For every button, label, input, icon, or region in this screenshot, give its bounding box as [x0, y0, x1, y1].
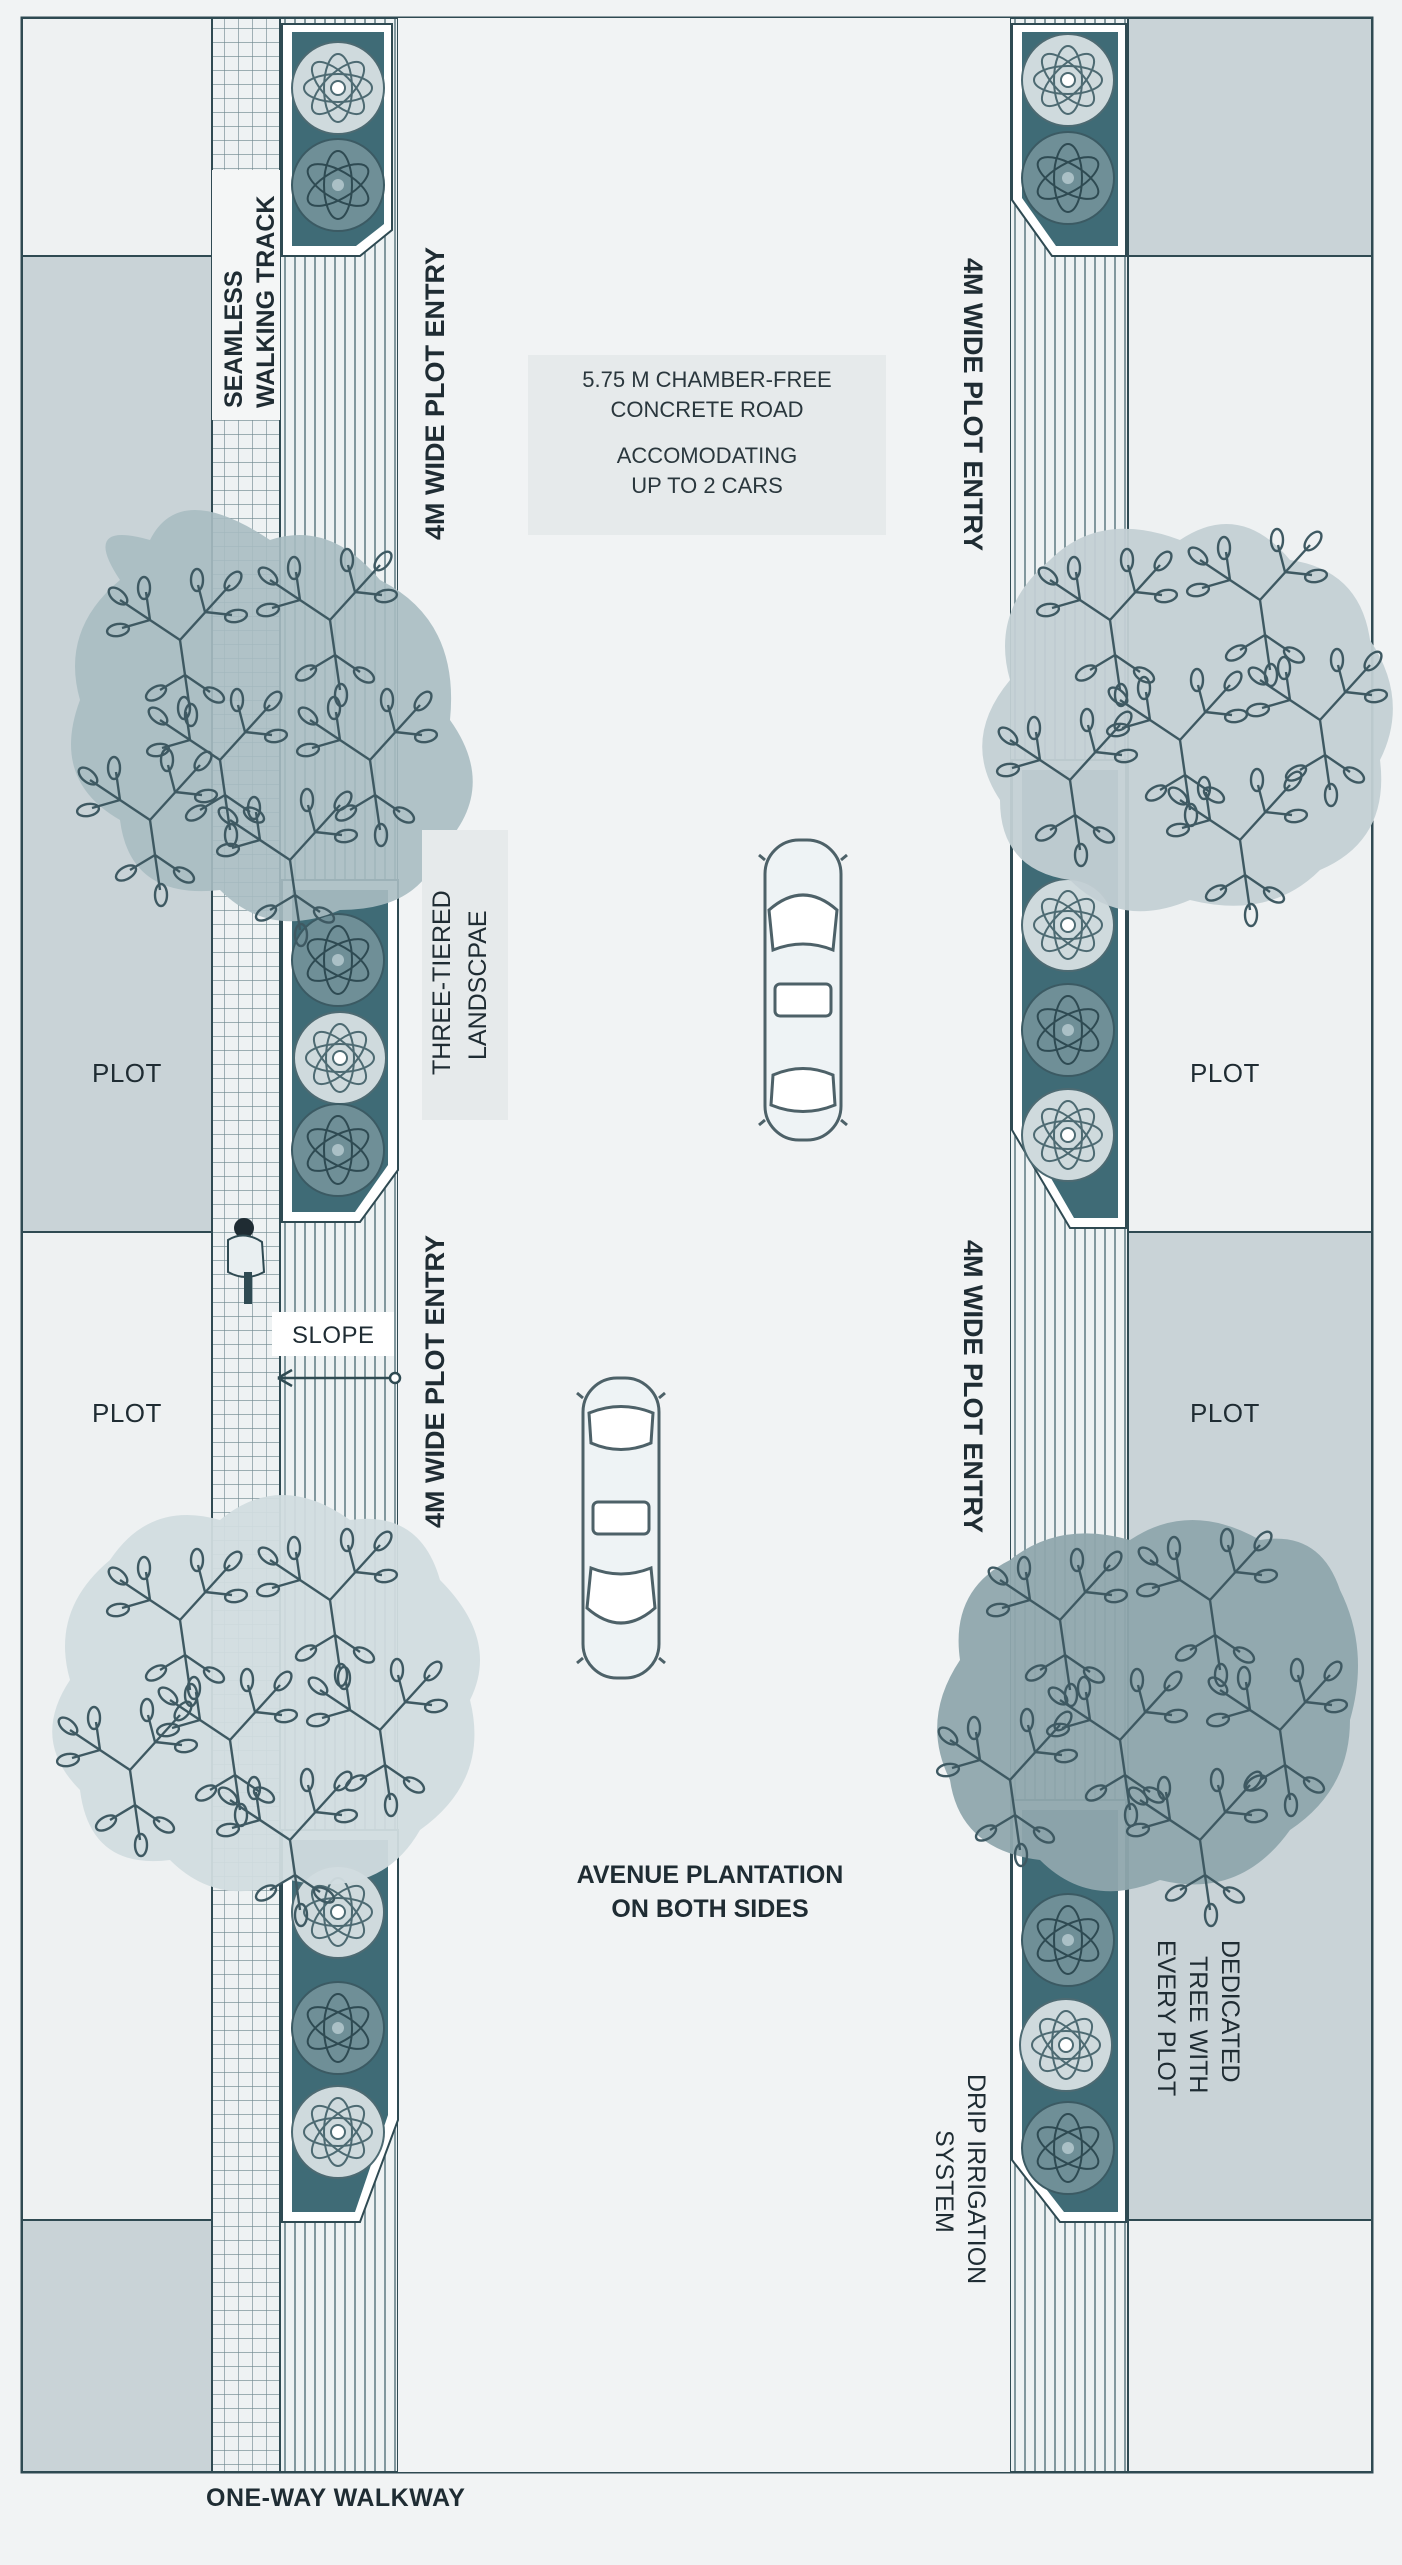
slope-arrow [277, 1368, 402, 1388]
tree-left-lower [52, 1495, 480, 1928]
drip-label-line2: SYSTEM [930, 2130, 958, 2233]
landscape-label-background [422, 830, 508, 1120]
tree-right-lower [934, 1520, 1358, 1928]
drip-label-line1: DRIP IRRIGATION [962, 2074, 990, 2285]
dedicated-label-line1: DEDICATED [1216, 1940, 1244, 2083]
tree-right-upper [982, 524, 1393, 928]
plot-entry-label-left-bottom: 4M WIDE PLOT ENTRY [420, 1234, 450, 1528]
slope-label-background [272, 1312, 394, 1356]
cars-label: ACCOMODATING UP TO 2 CARS [616, 443, 798, 498]
planter-left-top [281, 23, 393, 257]
landscape-label-line1: THREE-TIERED [428, 890, 456, 1075]
one-way-walkway-label: ONE-WAY WALKWAY [206, 2484, 466, 2512]
plot-label-right-lower: PLOT [1190, 1398, 1260, 1428]
car-2 [575, 1376, 667, 1680]
plot-label-left-lower: PLOT [92, 1398, 162, 1428]
tree-left-upper [71, 510, 473, 948]
plot-entry-label-right-top: 4M WIDE PLOT ENTRY [958, 258, 988, 552]
road-label: 5.75 M CHAMBER-FREE CONCRETE ROAD [582, 367, 832, 422]
dedicated-label-line2: TREE WITH [1184, 1956, 1212, 2094]
avenue-plantation-label: AVENUE PLANTATION ON BOTH SIDES [520, 1858, 900, 1926]
walking-track-label-line1: SEAMLESS [220, 270, 248, 408]
walking-track-label-background [212, 170, 280, 420]
avenue-label-line1: AVENUE PLANTATION [576, 1861, 844, 1889]
planter-left-middle [281, 879, 399, 1223]
road-description: 5.75 M CHAMBER-FREE CONCRETE ROAD ACCOMO… [528, 365, 886, 501]
plot-right-bottom [1127, 2219, 1373, 2473]
landscape-label-line2: LANDSCPAE [464, 910, 492, 1060]
planter-right-bottom [1011, 1799, 1127, 2223]
walking-track-label-line2: WALKING TRACK [252, 195, 280, 408]
plot-entry-label-right-bottom: 4M WIDE PLOT ENTRY [958, 1240, 988, 1534]
slope-label: SLOPE [292, 1322, 375, 1349]
plot-entry-label-left-top: 4M WIDE PLOT ENTRY [420, 246, 450, 540]
plot-label-left-upper: PLOT [92, 1058, 162, 1088]
dedicated-label-line3: EVERY PLOT [1152, 1940, 1180, 2097]
planter-left-bottom [281, 1829, 399, 2223]
car-1 [757, 838, 849, 1142]
planter-right-top [1011, 23, 1127, 257]
plot-right-top [1127, 17, 1373, 257]
plot-label-right-upper: PLOT [1190, 1058, 1260, 1088]
avenue-label-line2: ON BOTH SIDES [611, 1895, 809, 1923]
plot-left-bottom [21, 2219, 213, 2473]
person-icon [227, 1218, 266, 1304]
plot-left-top [21, 17, 213, 257]
road-label-background [528, 355, 886, 535]
